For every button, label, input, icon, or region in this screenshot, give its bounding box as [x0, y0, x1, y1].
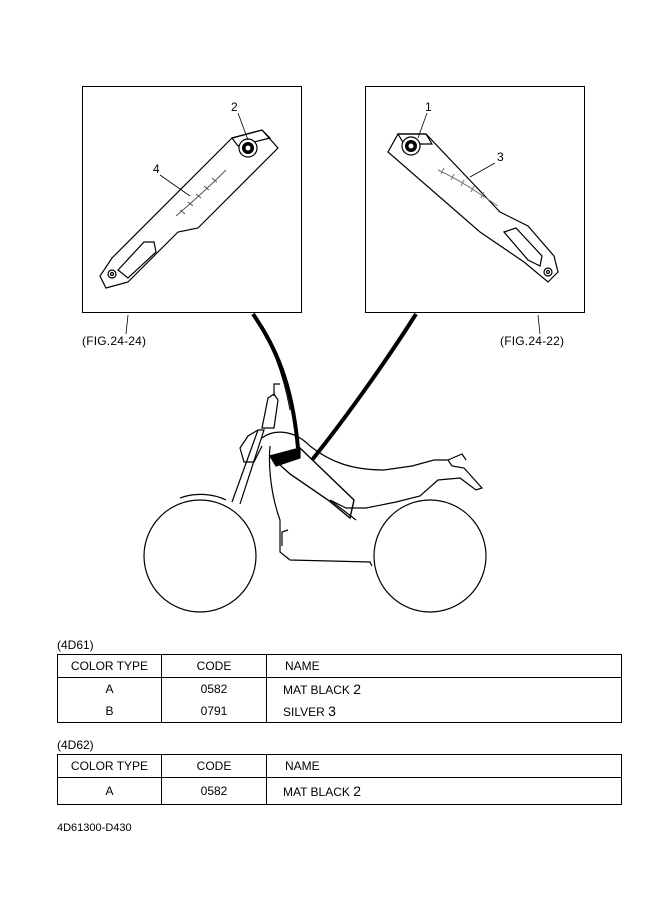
emblem-right-icon [401, 136, 421, 156]
header-name: NAME [266, 754, 622, 778]
table-header-row: COLOR TYPE CODE NAME [57, 754, 622, 778]
cell-type: A [57, 777, 162, 805]
front-wheel [143, 499, 257, 613]
callout-left-bottom: 4 [153, 162, 160, 176]
document-code: 4D61300-D430 [57, 822, 132, 834]
detail-panel-left [82, 86, 302, 313]
cell-code: 0791 [161, 700, 267, 723]
cell-code: 0582 [161, 777, 267, 805]
cell-type: B [57, 700, 162, 723]
cell-type: A [57, 677, 162, 700]
pointer-lines [251, 312, 418, 462]
section-title-4d61: (4D61) [57, 638, 94, 652]
cell-name: MAT BLACK 2 [266, 777, 622, 805]
color-name: MAT BLACK [283, 683, 350, 697]
color-name: MAT BLACK [283, 785, 350, 799]
cell-name: SILVER 3 [266, 700, 622, 723]
ref-number: 2 [353, 681, 362, 697]
section-title-4d62: (4D62) [57, 738, 94, 752]
cell-name: MAT BLACK 2 [266, 677, 622, 700]
header-name: NAME [266, 654, 622, 678]
header-code: CODE [161, 754, 267, 778]
table-row: A 0582 MAT BLACK 2 [57, 677, 622, 700]
ref-number: 3 [328, 703, 336, 719]
header-color-type: COLOR TYPE [57, 754, 162, 778]
table-header-row: COLOR TYPE CODE NAME [57, 654, 622, 678]
detail-panel-right [365, 86, 585, 313]
decal-left-icon [175, 169, 227, 217]
rear-wheel [373, 499, 487, 613]
figure-label-right: (FIG.24-22) [500, 334, 565, 348]
header-color-type: COLOR TYPE [57, 654, 162, 678]
table-row: A 0582 MAT BLACK 2 [57, 777, 622, 805]
side-cover-right-part [387, 133, 559, 283]
cell-code: 0582 [161, 677, 267, 700]
callout-right-top: 1 [425, 100, 432, 114]
leader-lines-left [159, 112, 249, 197]
color-name: SILVER [283, 705, 325, 719]
color-table-4d62: COLOR TYPE CODE NAME A 0582 MAT BLACK 2 [57, 754, 622, 805]
header-code: CODE [161, 654, 267, 678]
callout-right-bottom: 3 [497, 150, 504, 164]
callout-left-top: 2 [231, 100, 238, 114]
decal-right-icon [437, 167, 499, 207]
diagram-artwork [99, 112, 559, 613]
color-table-4d61: COLOR TYPE CODE NAME A 0582 MAT BLACK 2 … [57, 654, 622, 723]
figure-label-ticks [125, 314, 541, 335]
table-row: B 0791 SILVER 3 [57, 700, 622, 723]
leader-lines-right [417, 112, 496, 178]
emblem-left-icon [238, 138, 258, 158]
ref-number: 2 [353, 783, 362, 799]
motorcycle-outline [143, 383, 487, 613]
side-cover-left-part [99, 129, 279, 289]
figure-label-left: (FIG.24-24) [82, 334, 147, 348]
